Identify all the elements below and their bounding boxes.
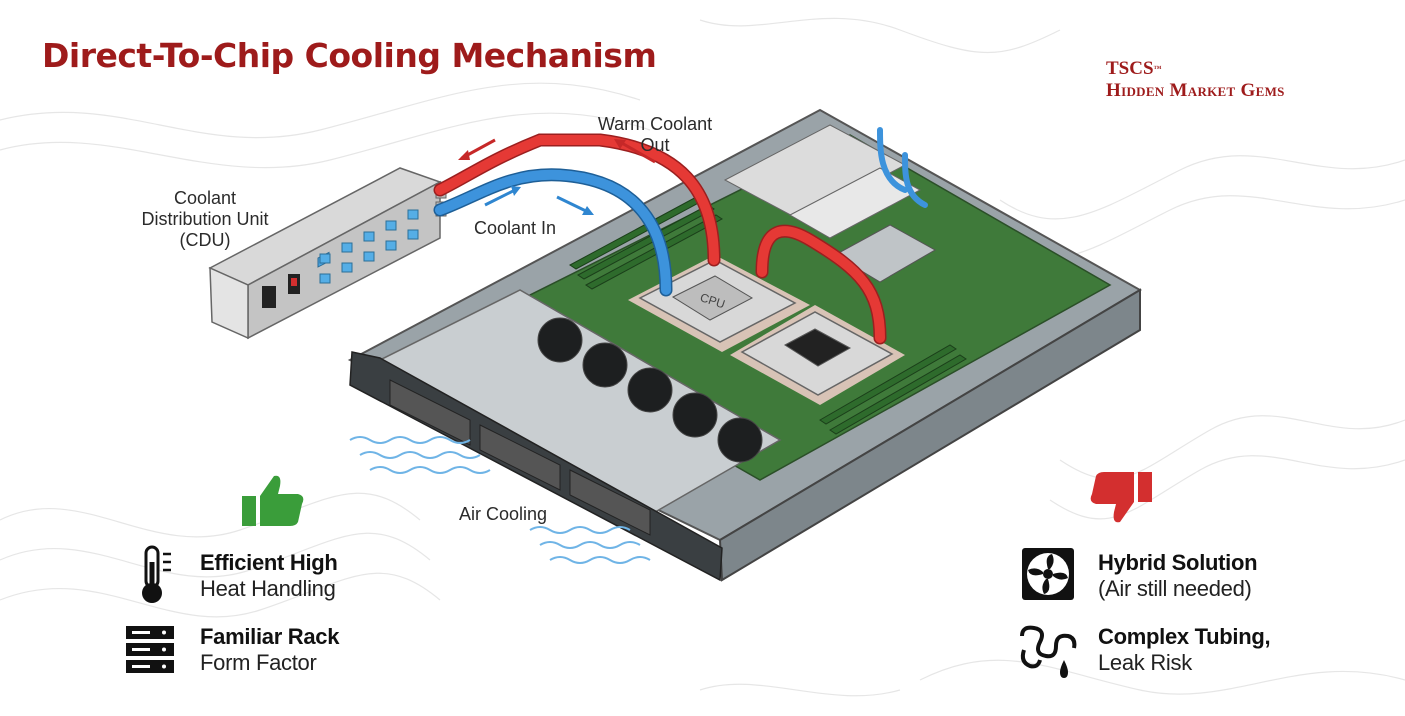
- server-chassis: CPU: [347, 108, 1142, 582]
- pro-item-rack-form-factor: Familiar Rack Form Factor: [200, 624, 339, 676]
- flow-arrows: [458, 138, 656, 215]
- brand-name: TSCS: [1106, 58, 1154, 79]
- coolant-pipes: [433, 127, 928, 345]
- con-item-hybrid-solution: Hybrid Solution (Air still needed): [1098, 550, 1258, 602]
- con-title: Hybrid Solution: [1098, 550, 1258, 575]
- brand-logo: TSCS™ Hidden Market Gems: [1106, 58, 1285, 102]
- pro-subtitle: Heat Handling: [200, 576, 336, 601]
- fan-icon: [1022, 548, 1074, 600]
- air-cooling-label: Air Cooling: [458, 504, 548, 524]
- pro-item-heat-handling: Efficient High Heat Handling: [200, 550, 338, 602]
- page-title: Direct-To-Chip Cooling Mechanism: [42, 36, 657, 75]
- con-title: Complex Tubing,: [1098, 624, 1271, 649]
- trademark-symbol: ™: [1153, 64, 1162, 73]
- cdu-label: Coolant Distribution Unit (CDU): [141, 188, 269, 250]
- pro-subtitle: Form Factor: [200, 650, 317, 675]
- tubing-leak-icon: [1020, 625, 1077, 678]
- thumbs-up-icon: [242, 475, 304, 526]
- server-rack-icon: [126, 626, 174, 673]
- warm-coolant-label: Warm Coolant Out: [597, 114, 713, 155]
- cdu-unit: [208, 167, 447, 340]
- pro-title: Efficient High: [200, 550, 338, 575]
- brand-tagline: Hidden Market Gems: [1106, 80, 1285, 101]
- thumbs-down-icon: [1090, 472, 1152, 523]
- pro-title: Familiar Rack: [200, 624, 340, 649]
- air-waves: [349, 436, 651, 564]
- thermometer-icon: [142, 545, 171, 603]
- con-subtitle: Leak Risk: [1098, 650, 1192, 675]
- con-subtitle: (Air still needed): [1098, 576, 1252, 601]
- con-item-complex-tubing: Complex Tubing, Leak Risk: [1098, 624, 1271, 676]
- coolant-in-label: Coolant In: [473, 218, 557, 238]
